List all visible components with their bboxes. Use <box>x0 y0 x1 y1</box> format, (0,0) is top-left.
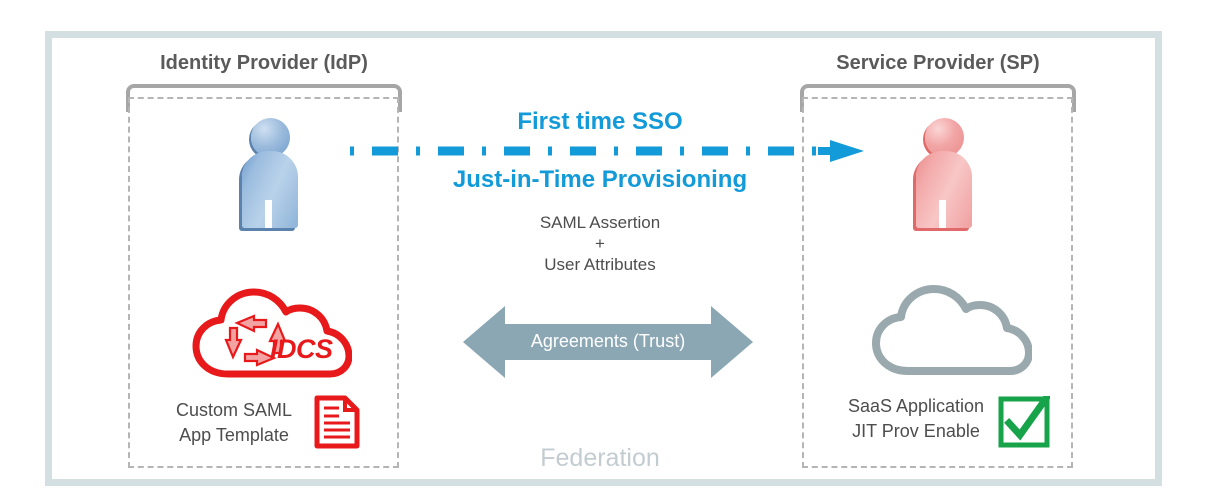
idp-user-icon <box>224 118 312 228</box>
double-headed-arrow-icon <box>463 306 753 378</box>
sp-caption: SaaS Application JIT Prov Enable <box>838 394 994 444</box>
document-icon <box>314 395 360 449</box>
sp-caption-line1: SaaS Application <box>847 396 985 416</box>
saml-payload-note: SAML Assertion + User Attributes <box>400 212 800 275</box>
saml-assertion-line: SAML Assertion <box>539 213 661 232</box>
sp-caption-line2: JIT Prov Enable <box>852 421 980 441</box>
first-time-sso-label: First time SSO <box>517 108 683 135</box>
person-leg-gap <box>939 200 946 228</box>
agreements-trust-label: Agreements (Trust) <box>530 331 686 351</box>
sp-user-icon <box>898 118 986 228</box>
federation-label: Federation <box>540 444 660 472</box>
saml-plus-line: + <box>595 234 605 253</box>
dashed-right-arrow-icon <box>350 140 864 162</box>
sp-title: Service Provider (SP) <box>836 52 1040 74</box>
idp-caption-line2: App Template <box>179 425 289 445</box>
federation-frame <box>45 31 1162 486</box>
idcs-cloud-icon <box>192 288 352 378</box>
idcs-label: IDCS <box>270 334 333 364</box>
user-attributes-line: User Attributes <box>544 255 656 274</box>
person-head <box>251 118 290 157</box>
green-checkbox-icon <box>998 396 1050 448</box>
jit-provisioning-label: Just-in-Time Provisioning <box>452 166 748 193</box>
person-leg-gap <box>265 200 272 228</box>
saas-cloud-icon <box>872 285 1032 375</box>
person-head <box>925 118 964 157</box>
idp-caption-line1: Custom SAML <box>175 400 293 420</box>
sp-boundary-box <box>802 97 1073 468</box>
idp-boundary-box <box>128 97 399 468</box>
idp-caption: Custom SAML App Template <box>160 398 308 448</box>
idp-title: Identity Provider (IdP) <box>160 52 368 74</box>
